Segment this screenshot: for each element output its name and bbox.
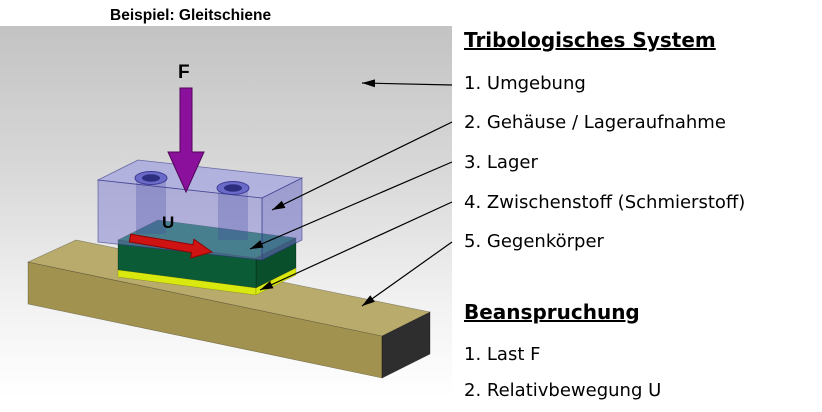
leader-line-zwischenstoff <box>259 201 453 291</box>
force-label: F <box>178 62 190 83</box>
leader-line-umgebung <box>361 79 453 88</box>
bore-pin-right <box>224 184 242 192</box>
system-item-gehaeuse: 2. Gehäuse / Lageraufnahme <box>464 112 726 133</box>
system-item-lager: 3. Lager <box>464 152 538 173</box>
force-arrow <box>167 87 205 194</box>
system-item-zwischenstoff: 4. Zwischenstoff (Schmierstoff) <box>464 192 746 213</box>
bore-pin-left <box>142 174 160 182</box>
motion-label: U <box>162 213 174 232</box>
stress-heading: Beanspruchung <box>464 300 640 324</box>
stress-item-last: 1. Last F <box>464 344 541 365</box>
system-item-umgebung: 1. Umgebung <box>464 73 586 94</box>
motion-arrow <box>128 233 214 259</box>
system-item-gegenkoerper: 5. Gegenkörper <box>464 231 604 252</box>
example-caption: Beispiel: Gleitschiene <box>110 7 272 24</box>
leader-line-gehaeuse <box>271 121 453 211</box>
bore-shaft-left <box>136 178 166 234</box>
system-heading: Tribologisches System <box>464 28 716 52</box>
stress-item-relativbewegung: 2. Relativbewegung U <box>464 380 662 401</box>
leader-line-lager <box>249 161 453 250</box>
bore-shaft-right <box>218 188 248 240</box>
leader-line-gegenkoerper <box>361 241 453 307</box>
